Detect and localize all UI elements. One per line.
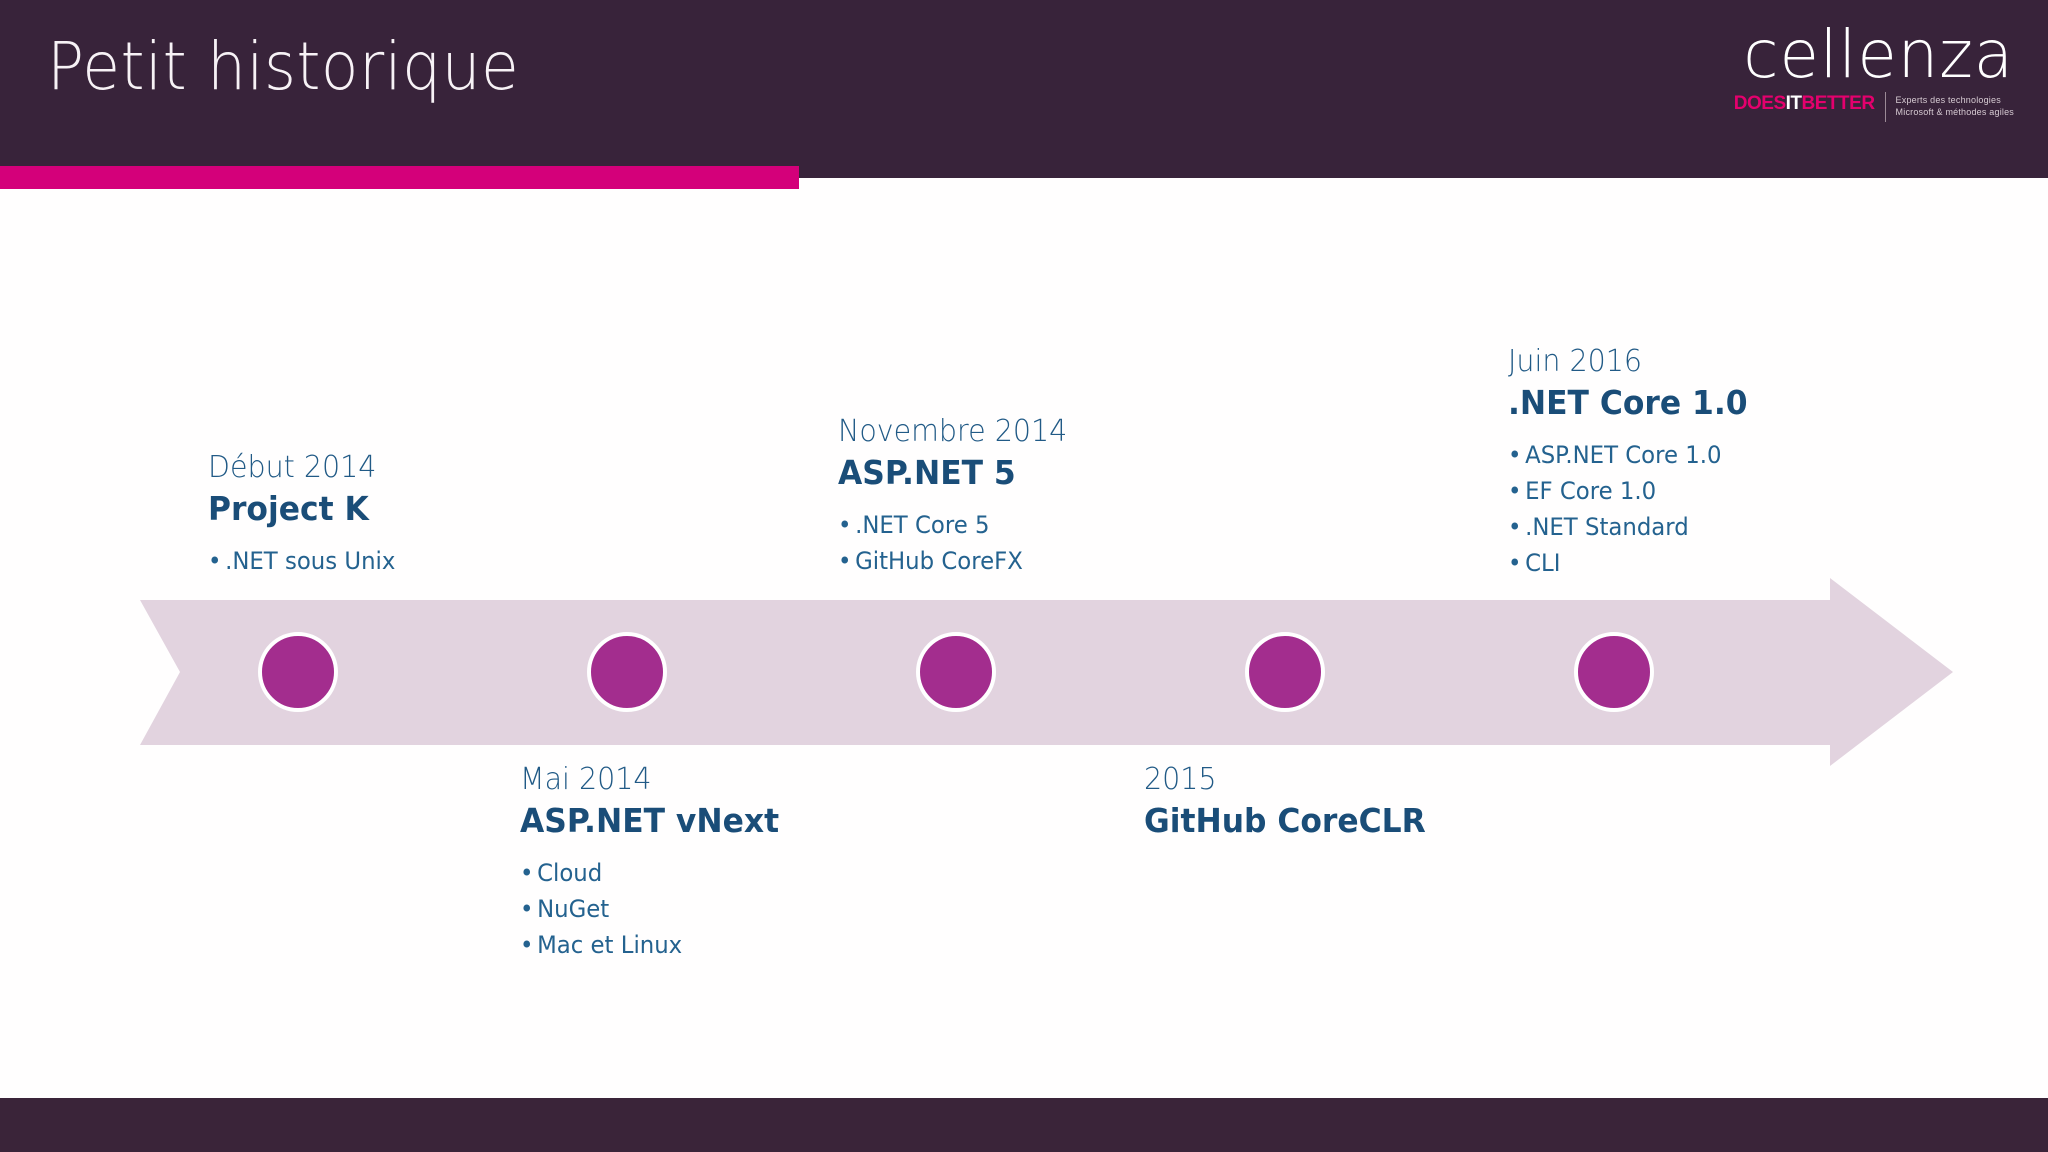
timeline-entry-1-title: Project K [208,489,369,528]
list-item: •.NET Core 5 [838,507,1067,543]
timeline-node-4[interactable] [1245,632,1325,712]
logo-tagline: Experts des technologies Microsoft & mét… [1896,94,2014,118]
bullet-dot-icon: • [838,547,852,575]
list-item: •CLI [1508,545,1748,581]
bullet-dot-icon: • [1508,477,1522,505]
list-item-label: Mac et Linux [537,931,683,959]
timeline-entry-3-bullets: •.NET Core 5 •GitHub CoreFX [838,507,1079,579]
timeline-node-5[interactable] [1574,632,1654,712]
timeline-node-1[interactable] [258,632,338,712]
bullet-dot-icon: • [1508,549,1522,577]
list-item: •EF Core 1.0 [1508,473,1748,509]
timeline-entry-4-date: 2015 [1144,762,1217,797]
timeline-entry-2-title: ASP.NET vNext [520,801,780,840]
bullet-dot-icon: • [838,511,852,539]
list-item: •ASP.NET Core 1.0 [1508,437,1748,473]
timeline-entry-3: Novembre 2014 ASP.NET 5 •.NET Core 5 •Gi… [838,412,1079,579]
list-item-label: EF Core 1.0 [1525,477,1657,505]
header-accent-bar [0,166,799,189]
list-item-label: ASP.NET Core 1.0 [1525,441,1722,469]
list-item: •Mac et Linux [520,927,779,963]
timeline-nodes [258,632,1654,712]
list-item-label: .NET sous Unix [225,547,396,575]
logo-tagline-line1: Experts des technologies [1895,95,2001,105]
slide-footer [0,1098,2048,1152]
timeline-entry-2: Mai 2014 ASP.NET vNext •Cloud •NuGet •Ma… [520,760,793,963]
timeline-entry-3-date: Novembre 2014 [838,414,1068,449]
bullet-dot-icon: • [520,931,534,959]
slide-header [0,0,2048,178]
timeline-entry-1-date: Début 2014 [208,450,377,485]
list-item: •Cloud [520,855,779,891]
list-item-label: NuGet [537,895,610,923]
list-item-label: .NET Core 5 [855,511,990,539]
list-item-label: .NET Standard [1525,513,1689,541]
list-item: •GitHub CoreFX [838,543,1067,579]
timeline-entry-5-title: .NET Core 1.0 [1508,383,1748,422]
logo-claim: DOESITBETTER [1734,94,1875,113]
bullet-dot-icon: • [520,895,534,923]
bullet-dot-icon: • [1508,513,1522,541]
timeline-node-3[interactable] [916,632,996,712]
timeline-entry-5: Juin 2016 .NET Core 1.0 •ASP.NET Core 1.… [1508,342,1760,581]
logo-divider [1884,92,1886,122]
bullet-dot-icon: • [520,859,534,887]
logo-claim-it: IT [1785,93,1802,114]
timeline-entry-1: Début 2014 Project K •.NET sous Unix [208,448,405,579]
timeline-entry-2-date: Mai 2014 [520,762,652,797]
bullet-dot-icon: • [208,547,222,575]
list-item-label: GitHub CoreFX [855,547,1023,575]
list-item-label: Cloud [537,859,603,887]
list-item: •NuGet [520,891,779,927]
bullet-dot-icon: • [1508,441,1522,469]
timeline-entry-3-title: ASP.NET 5 [838,453,1016,492]
timeline-entry-2-bullets: •Cloud •NuGet •Mac et Linux [520,855,793,963]
logo-tagline-line2: Microsoft & méthodes agiles [1895,107,2014,117]
list-item-label: CLI [1525,549,1561,577]
logo-claim-better: BETTER [1801,93,1876,114]
timeline-entry-4-title: GitHub CoreCLR [1144,801,1426,840]
logo-subline: DOESITBETTER Experts des technologies Mi… [1714,92,2014,122]
timeline-entry-5-date: Juin 2016 [1508,344,1643,379]
cellenza-logo: cellenza DOESITBETTER Experts des techno… [1714,22,2014,134]
logo-wordmark: cellenza [1743,16,2014,93]
timeline-entry-4: 2015 GitHub CoreCLR [1144,760,1441,842]
page-title: Petit historique [47,28,520,105]
timeline-node-2[interactable] [587,632,667,712]
list-item: •.NET Standard [1508,509,1748,545]
list-item: •.NET sous Unix [208,543,395,579]
logo-claim-does: DOES [1733,93,1786,114]
timeline-entry-5-bullets: •ASP.NET Core 1.0 •EF Core 1.0 •.NET Sta… [1508,437,1760,581]
timeline-entry-1-bullets: •.NET sous Unix [208,543,405,579]
timeline-arrow-shape [140,578,1953,766]
